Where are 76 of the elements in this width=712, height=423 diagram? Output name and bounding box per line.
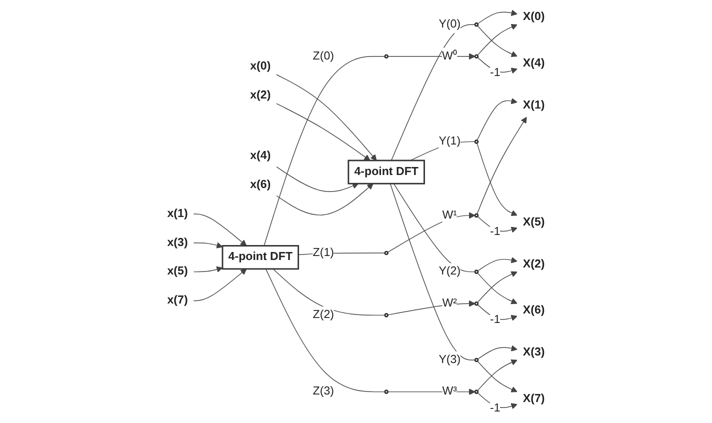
node-text: x(6) — [250, 178, 271, 191]
node-circle — [384, 390, 389, 394]
connector — [298, 252, 386, 256]
arrow — [387, 388, 476, 395]
node-text: x(4) — [250, 150, 271, 162]
node-text: X(6) — [522, 304, 545, 317]
node-text: X(7) — [522, 392, 545, 405]
node-circle — [474, 301, 479, 306]
arrow — [477, 10, 518, 24]
node-text: x(0) — [250, 60, 271, 72]
node-circle — [474, 140, 479, 144]
node-box: 4-point DFT — [222, 245, 300, 270]
connector — [390, 24, 476, 161]
arrow — [387, 300, 476, 316]
arrow — [276, 74, 377, 161]
arrow — [477, 345, 518, 360]
connector — [264, 56, 386, 246]
node-text: X(0) — [522, 10, 545, 24]
edge-label: W⁰ — [442, 50, 458, 62]
arrow — [476, 116, 527, 214]
node-text: X(2) — [522, 258, 545, 270]
node-text: x(1) — [167, 207, 188, 220]
edge-label: -1 — [490, 402, 500, 414]
edge-label: -1 — [490, 314, 500, 326]
arrow — [193, 214, 247, 246]
connector — [272, 268, 386, 316]
arrow — [276, 183, 374, 216]
node-text: x(7) — [167, 294, 188, 307]
edge-label: Y(0) — [438, 18, 461, 30]
arrow — [477, 257, 518, 272]
node-text: x(5) — [167, 265, 188, 278]
node-text: x(2) — [250, 88, 271, 102]
node-circle — [474, 358, 479, 362]
connector — [390, 183, 476, 360]
edge-label: W³ — [442, 385, 458, 398]
edge-label: Y(1) — [438, 135, 461, 148]
connector — [393, 183, 476, 272]
edge-label: Y(3) — [438, 354, 461, 366]
arrow — [387, 212, 476, 253]
edge-label: -1 — [490, 226, 500, 238]
node-text: X(4) — [522, 57, 545, 70]
node-text: x(3) — [167, 236, 188, 249]
node-text: X(3) — [522, 346, 545, 359]
node-text: X(1) — [522, 99, 545, 112]
edge-label: Y(2) — [438, 265, 461, 278]
edge-label: W¹ — [442, 208, 458, 222]
edge-label: Z(0) — [312, 50, 334, 62]
arrow — [477, 56, 518, 74]
connector — [410, 141, 476, 161]
arrow — [193, 266, 223, 272]
arrow — [387, 53, 476, 60]
connector — [265, 268, 386, 392]
edge-label: Z(2) — [312, 308, 334, 321]
arrow — [193, 242, 223, 248]
node-circle — [474, 213, 479, 218]
arrow — [476, 142, 518, 216]
edge-label: Z(1) — [312, 246, 334, 259]
arrow — [476, 98, 518, 141]
arrow — [193, 268, 247, 302]
arrow — [477, 392, 518, 410]
arrow — [477, 216, 518, 233]
node-circle — [474, 270, 479, 274]
node-text: X(5) — [522, 216, 545, 228]
node-circle — [384, 250, 389, 256]
node-circle — [384, 313, 389, 318]
node-circle — [384, 54, 389, 59]
arrow — [276, 103, 370, 161]
node-box: 4-point DFT — [348, 160, 425, 184]
arrow — [276, 166, 359, 192]
node-circle — [474, 22, 479, 27]
node-circle — [474, 54, 479, 59]
edge-label: -1 — [490, 66, 500, 79]
arrow — [477, 304, 518, 321]
node-circle — [474, 390, 479, 394]
edge-label: W² — [442, 297, 458, 310]
edge-label: Z(3) — [312, 385, 334, 398]
